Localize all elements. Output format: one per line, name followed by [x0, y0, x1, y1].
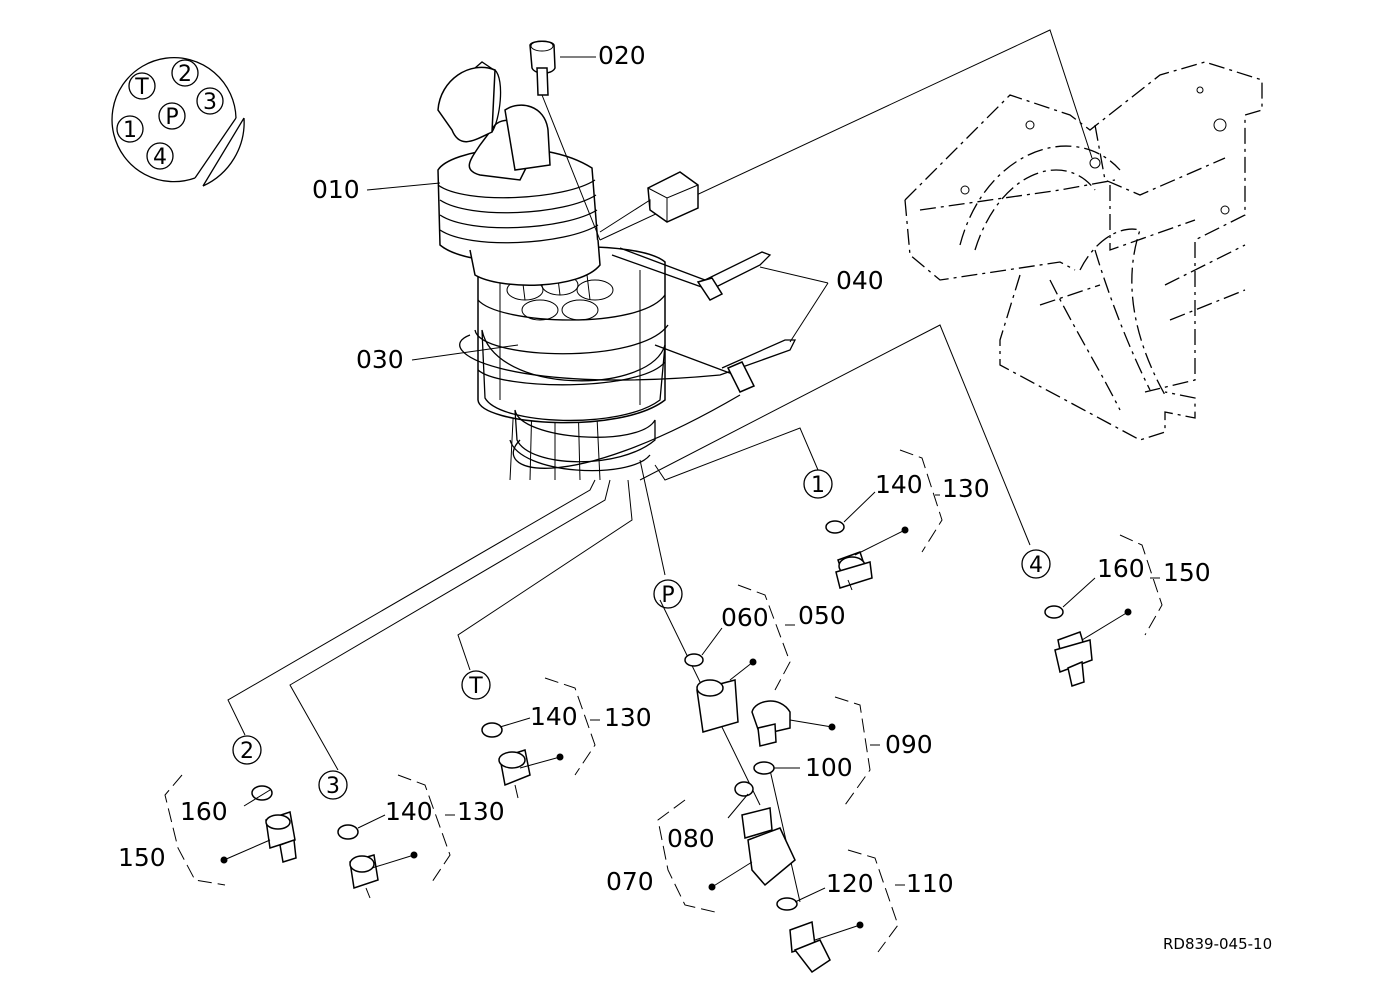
fitting-port-2: [251, 785, 297, 863]
fitting-port-p: [684, 653, 739, 733]
label-020: 020: [598, 41, 646, 70]
label-150-b: 150: [118, 843, 166, 872]
callout-circle-t: [461, 670, 491, 700]
label-010: 010: [312, 175, 360, 204]
port-2-label: 2: [178, 62, 192, 87]
label-060: 060: [721, 603, 769, 632]
label-150-a: 150: [1163, 558, 1211, 587]
bolt-020: [529, 40, 601, 241]
callout-circle-2: [232, 735, 262, 765]
label-160-b: 160: [180, 797, 228, 826]
oring-140-port3: [337, 824, 359, 840]
label-110: 110: [906, 869, 954, 898]
label-040: 040: [836, 266, 884, 295]
oring-140-port1: [825, 520, 845, 534]
callout-3: 3: [326, 774, 340, 799]
label-070: 070: [606, 867, 654, 896]
label-130-b: 130: [604, 703, 652, 732]
oring-140-portt: [481, 722, 503, 738]
label-leaders: [243, 56, 1160, 903]
callout-t: T: [468, 674, 483, 699]
label-140-b: 140: [530, 702, 578, 731]
label-090: 090: [885, 730, 933, 759]
oring-080: [734, 781, 754, 797]
callout-4: 4: [1029, 553, 1043, 578]
oring-100: [753, 761, 775, 775]
label-050: 050: [798, 601, 846, 630]
callout-1: 1: [811, 473, 825, 498]
port-p-circle: [158, 102, 186, 130]
harness-connector: [599, 171, 699, 233]
fitting-070: [734, 781, 796, 887]
port-t-label: T: [134, 75, 149, 100]
callout-p: P: [661, 583, 674, 608]
label-080: 080: [667, 824, 715, 853]
label-130-a: 130: [942, 474, 990, 503]
port-1-label: 1: [123, 118, 137, 143]
fitting-090: [751, 700, 791, 775]
oring-160-port2: [251, 785, 273, 801]
port-2-circle: [171, 59, 199, 87]
label-120: 120: [826, 869, 874, 898]
hose-leader-lines: [227, 29, 1093, 903]
oring-060: [684, 653, 704, 667]
port-4-circle: [146, 142, 174, 170]
fitting-port-3: [337, 824, 379, 899]
label-100: 100: [805, 753, 853, 782]
label-140-a: 140: [875, 470, 923, 499]
label-160-a: 160: [1097, 554, 1145, 583]
fitting-port-4: [1044, 605, 1093, 687]
pilot-valve-body: [474, 246, 669, 472]
label-030: 030: [356, 345, 404, 374]
bracket-frame: [904, 61, 1263, 441]
port-4-label: 4: [153, 145, 167, 170]
port-3-label: 3: [203, 90, 217, 115]
callout-circle-1: [803, 469, 833, 499]
cable-ties-040: [459, 247, 797, 469]
port-1-circle: [116, 115, 144, 143]
port-p-label: P: [165, 105, 178, 130]
fitting-110: [776, 897, 831, 974]
kit-brackets: [164, 449, 1163, 953]
oring-120: [776, 897, 798, 911]
callout-dots: [220, 526, 1132, 941]
port-3-circle: [196, 87, 224, 115]
part-labels: 020 010 040 030 140 130 160 150 060 050 …: [118, 41, 1211, 898]
circled-callouts: 1 4 P T 2 3: [232, 469, 1051, 800]
callout-circle-4: [1021, 549, 1051, 579]
label-140-c: 140: [385, 797, 433, 826]
label-130-c: 130: [457, 797, 505, 826]
callout-circle-3: [318, 770, 348, 800]
oring-160-port4: [1044, 605, 1064, 619]
callout-circle-p: [653, 579, 683, 609]
fitting-port-t: [481, 722, 531, 799]
callout-2: 2: [240, 739, 254, 764]
connector-port-key: T 2 3 P 1 4: [111, 57, 245, 187]
lever-assembly: [437, 61, 601, 286]
drawing-reference: RD839-045-10: [1163, 935, 1272, 953]
port-t-circle: [128, 72, 156, 100]
fitting-port-1: [825, 520, 873, 591]
